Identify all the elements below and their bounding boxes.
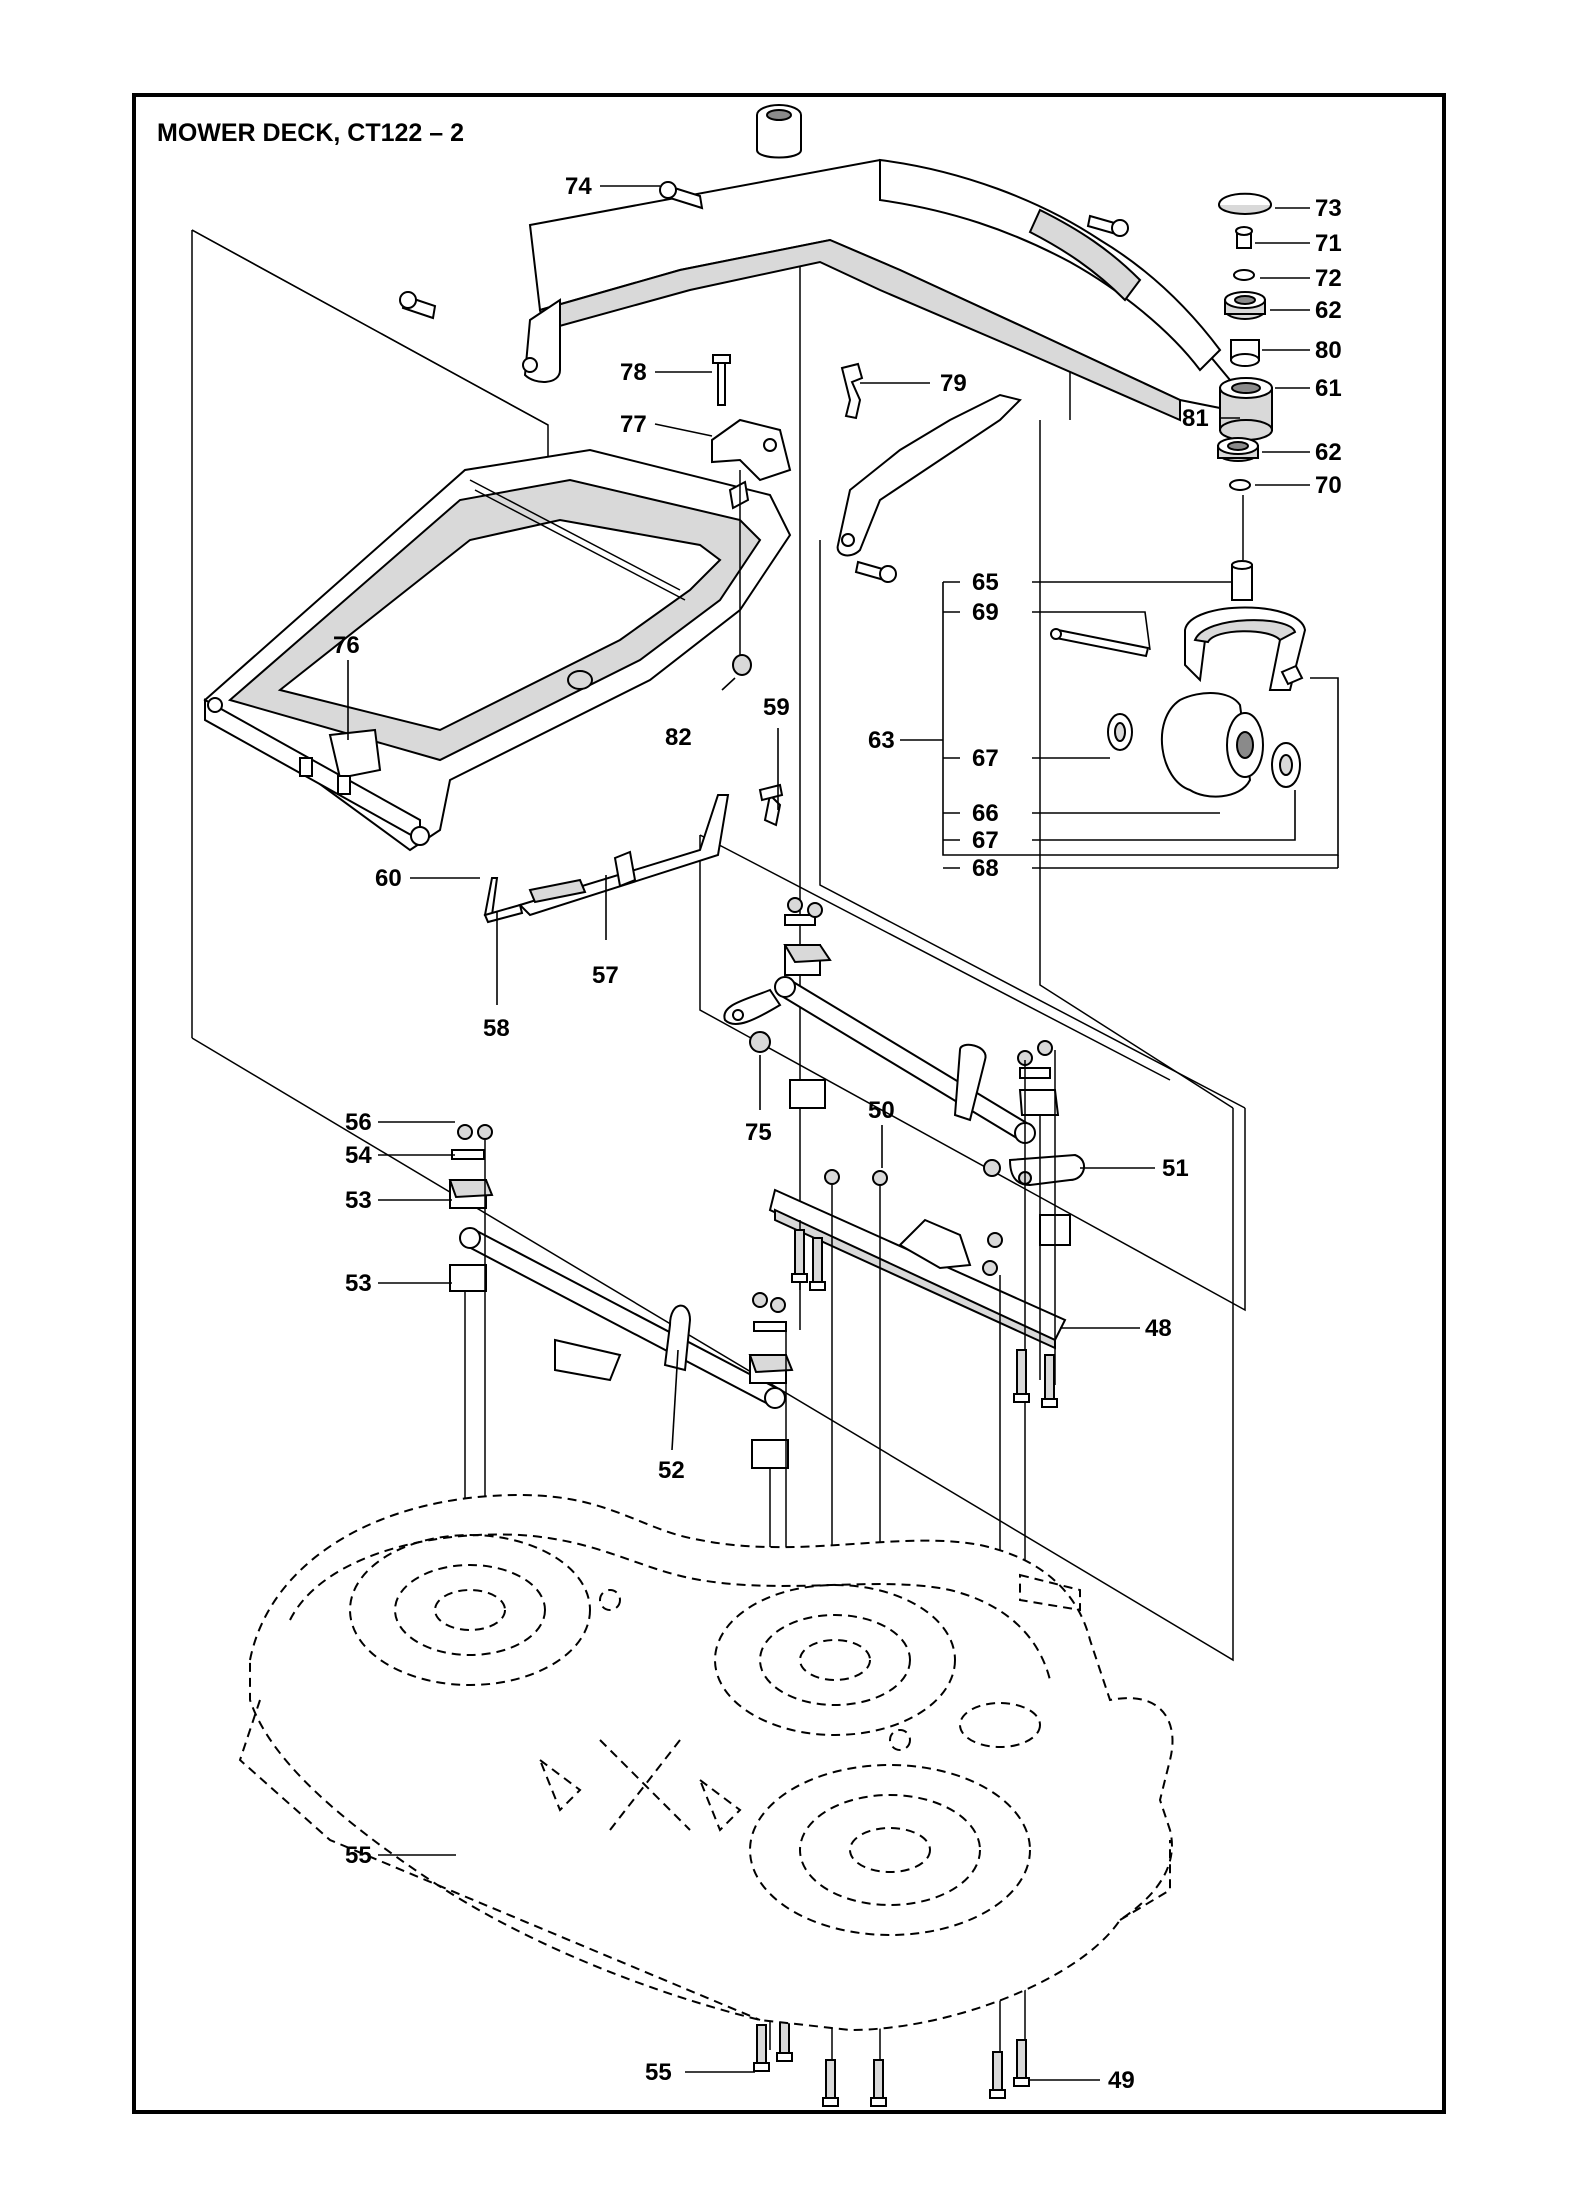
diagram-title: MOWER DECK, CT122 – 2 [157, 119, 464, 147]
callout-60: 60 [375, 865, 402, 892]
callout-58: 58 [483, 1015, 510, 1042]
diagram-frame [132, 93, 1446, 2114]
callout-76: 76 [333, 632, 360, 659]
callout-79: 79 [940, 370, 967, 397]
clip-79 [840, 362, 864, 420]
callout-59: 59 [763, 694, 790, 721]
callout-53: 53 [345, 1187, 372, 1214]
callout-62: 62 [1315, 439, 1342, 466]
callout-77: 77 [620, 411, 647, 438]
deck-frame-guard [203, 448, 792, 852]
callout-54: 54 [345, 1142, 372, 1169]
callout-50: 50 [868, 1097, 895, 1124]
callout-53: 53 [345, 1270, 372, 1297]
callout-49: 49 [1108, 2067, 1135, 2094]
caster-stack [1217, 192, 1273, 560]
front-axle-assembly [448, 1124, 1067, 1469]
callout-55: 55 [645, 2059, 672, 2086]
callout-leaders [347, 185, 1339, 2081]
callout-82: 82 [665, 724, 692, 751]
callout-48: 48 [1145, 1315, 1172, 1342]
callout-51: 51 [1162, 1155, 1189, 1182]
callout-65: 65 [972, 569, 999, 596]
callout-73: 73 [1315, 195, 1342, 222]
callout-75: 75 [745, 1119, 772, 1146]
callout-67: 67 [972, 827, 999, 854]
callout-63: 63 [868, 727, 895, 754]
callout-52: 52 [658, 1457, 685, 1484]
callout-67: 67 [972, 745, 999, 772]
callout-71: 71 [1315, 230, 1342, 257]
callout-81: 81 [1182, 405, 1209, 432]
callout-55: 55 [345, 1842, 372, 1869]
callout-74: 74 [565, 173, 592, 200]
callout-61: 61 [1315, 375, 1342, 402]
caster-fork [1050, 560, 1307, 691]
mower-deck-outline [238, 1493, 1174, 2032]
deck-lift-frame [399, 104, 1231, 583]
callout-80: 80 [1315, 337, 1342, 364]
caster-wheel [1107, 692, 1301, 798]
adjust-rod [483, 783, 784, 924]
callout-56: 56 [345, 1109, 372, 1136]
callout-68: 68 [972, 855, 999, 882]
callout-78: 78 [620, 359, 647, 386]
bracket-77 [711, 354, 792, 676]
callout-70: 70 [1315, 472, 1342, 499]
callout-labels: 73 71 72 62 80 61 81 62 70 65 69 63 67 6… [333, 173, 1342, 2094]
callout-72: 72 [1315, 265, 1342, 292]
callout-62: 62 [1315, 297, 1342, 324]
callout-69: 69 [972, 599, 999, 626]
callout-57: 57 [592, 962, 619, 989]
callout-66: 66 [972, 800, 999, 827]
